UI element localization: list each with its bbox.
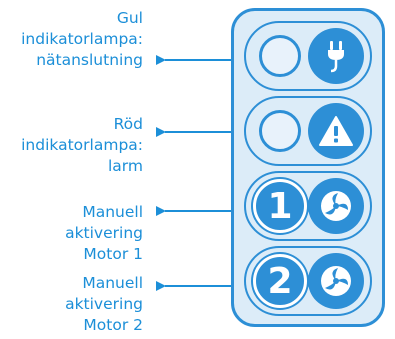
plug-icon	[308, 28, 364, 84]
motor-2-button[interactable]: 2	[252, 253, 308, 309]
panel-row-power	[244, 21, 372, 91]
label-motor-2: Manuell aktivering Motor 2	[65, 274, 143, 334]
label-red-lamp: Röd indikatorlampa: larm	[21, 115, 143, 175]
control-panel: 1 2	[231, 8, 385, 327]
red-indicator-lamp	[252, 103, 308, 159]
motor-1-button[interactable]: 1	[252, 178, 308, 234]
label-yellow-lamp: Gul indikatorlampa: nätanslutning	[21, 9, 143, 69]
panel-row-motor-2: 2	[244, 246, 372, 316]
fan-icon	[308, 253, 364, 309]
label-motor-1: Manuell aktivering Motor 1	[65, 203, 143, 263]
panel-row-motor-1: 1	[244, 171, 372, 241]
fan-icon	[308, 178, 364, 234]
warning-icon	[308, 103, 364, 159]
yellow-indicator-lamp	[252, 28, 308, 84]
panel-row-alarm	[244, 96, 372, 166]
